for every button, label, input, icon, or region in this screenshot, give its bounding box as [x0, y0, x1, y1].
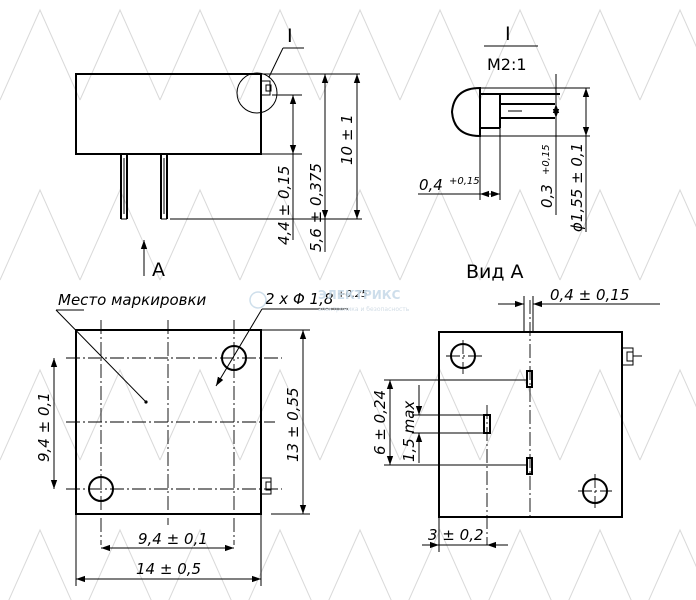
dim-height-total: 13 ± 0,55 [284, 387, 302, 462]
detail-label: I [505, 23, 511, 45]
dim-pin-offset: 0,4 ± 0,15 [550, 286, 629, 304]
component-body-view-a [438, 331, 623, 518]
detail-view: I М2:1 0,4 +0,15 0,3 +0,15 ϕ1,55 ± 0,1 [418, 23, 590, 232]
brand-logo-icon [249, 291, 267, 309]
holes-tol: +0,25 [337, 289, 368, 300]
component-body-side [75, 73, 262, 155]
view-a-title: Вид А [466, 261, 524, 283]
dim-height-pin: 4,4 ± 0,15 [275, 166, 293, 245]
dim-width-total: 14 ± 0,5 [136, 560, 201, 578]
dim-height-total: 10 ± 1 [338, 114, 356, 165]
dim-pin-length-tol: +0,15 [449, 176, 480, 187]
dim-pin-width-tol: +0,15 [541, 144, 552, 175]
dim-left-offset: 3 ± 0,2 [428, 526, 484, 544]
watermark-tagline: электроника и безопасность [318, 306, 410, 313]
dim-head-diameter: ϕ1,55 ± 0,1 [568, 143, 586, 232]
pin-end-bottom [526, 457, 533, 475]
front-view: Место маркировки 2 x Φ 1,8 +0,25 9,4 ± 0… [35, 289, 368, 586]
dim-width-inner: 9,4 ± 0,1 [138, 530, 208, 548]
dim-pin-width: 0,3 [538, 184, 556, 208]
dim-pin-max: 1,5 max [400, 401, 418, 462]
adjuster-stub [260, 80, 271, 96]
detail-scale: М2:1 [487, 55, 527, 74]
marking-label: Место маркировки [58, 291, 207, 309]
view-arrow-label: A [152, 259, 165, 281]
brand-watermark: ЭЛЕКТРИКС электроника и безопасность [249, 288, 410, 313]
detail-head [450, 86, 481, 138]
pin-end-top [526, 370, 533, 388]
pins-side [120, 154, 168, 220]
watermark-brand: ЭЛЕКТРИКС [318, 288, 401, 302]
holes-label: 2 x Φ 1,8 [265, 290, 333, 308]
dim-pin-length: 0,4 [419, 176, 443, 194]
view-a: Вид А 0,4 ± 0,15 6 ± 0,24 1,5 max [371, 261, 660, 552]
detail-marker-label: I [287, 25, 293, 47]
dim-height-inner: 9,4 ± 0,1 [35, 392, 53, 462]
side-view: I 4,4 ± 0,15 5,6 ± 0,375 10 ± 1 A [75, 25, 362, 281]
dim-pin-spacing: 6 ± 0,24 [371, 390, 389, 455]
dim-height-body: 5,6 ± 0,375 [307, 163, 325, 252]
detail-circle [236, 72, 278, 114]
